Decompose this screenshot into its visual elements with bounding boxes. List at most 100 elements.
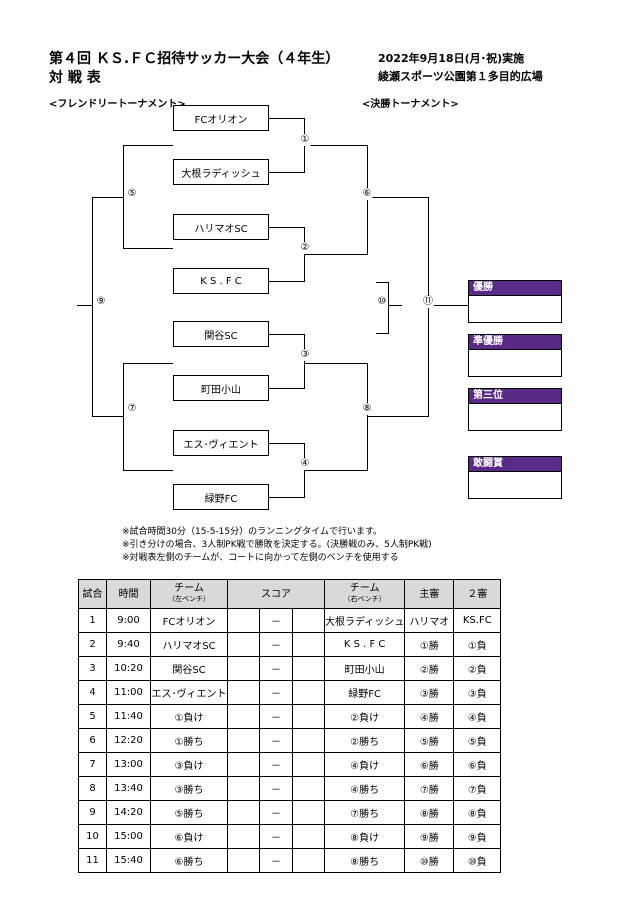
referee-second-cell: ⑩負: [453, 848, 502, 873]
score-dash: －: [271, 857, 281, 868]
score-fields: －: [228, 705, 324, 728]
match-number-6: ⑥: [361, 188, 373, 200]
referee-second-cell: ①負: [453, 632, 502, 657]
referee-main-cell: ⑤勝: [404, 728, 455, 753]
referee-second-cell: ⑧負: [453, 800, 502, 825]
referee-main-cell: ⑨勝: [404, 824, 455, 849]
team-box-sekiya-sc: 関谷SC: [173, 321, 269, 347]
team-box-daikon-radish: 大根ラディッシュ: [173, 159, 269, 185]
header-score: スコア: [227, 579, 325, 609]
referee-main-cell: ⑥勝: [404, 752, 455, 777]
score-fields: －: [228, 825, 324, 848]
note-line: ※対戦表左側のチームが、コートに向かって左側のベンチを使用する: [122, 553, 399, 563]
team-box-midorino-fc: 緑野FC: [173, 484, 269, 510]
match-number-9: ⑨: [95, 296, 107, 308]
time-cell: 9:40: [106, 632, 151, 657]
result-box-runner-up: 準優勝: [468, 334, 562, 377]
result-box-third-place: 第三位: [468, 388, 562, 431]
score-cell: －: [227, 776, 325, 801]
referee-second-cell: ⑦負: [453, 776, 502, 801]
score-dash: －: [271, 737, 281, 748]
score-left: [228, 777, 260, 800]
team-right-cell: ④勝ち: [323, 776, 406, 801]
score-left: [228, 705, 260, 728]
score-fields: －: [228, 609, 324, 632]
match-number-4: ④: [299, 458, 311, 470]
team-right-cell: ⑧負け: [323, 824, 406, 849]
match-number-2: ②: [299, 242, 311, 254]
score-dash: －: [271, 713, 281, 724]
event-venue: 綾瀬スポーツ公園第１多目的広場: [378, 70, 543, 83]
team-left-cell: エス･ヴィエント: [150, 680, 228, 705]
time-cell: 9:00: [106, 608, 151, 633]
score-right: [292, 729, 324, 752]
score-left: [228, 801, 260, 824]
header-referee-second: ２審: [453, 579, 502, 609]
result-field-runner-up: [469, 349, 561, 376]
header-time: 時間: [106, 579, 151, 609]
match-number-cell: 8: [78, 776, 107, 801]
team-left-cell: ハリマオSC: [150, 632, 228, 657]
result-label-runner-up: 準優勝: [469, 335, 561, 349]
score-right: [292, 849, 324, 872]
team-left-cell: ③勝ち: [150, 776, 228, 801]
score-right: [292, 705, 324, 728]
time-cell: 11:00: [106, 680, 151, 705]
score-dash: －: [271, 833, 281, 844]
referee-second-cell: ③負: [453, 680, 502, 705]
score-left: [228, 657, 260, 680]
referee-second-cell: ④負: [453, 704, 502, 729]
score-fields: －: [228, 657, 324, 680]
header-team-left-sub: （左ベンチ）: [168, 595, 210, 603]
referee-main-cell: ⑧勝: [404, 800, 455, 825]
team-left-cell: 関谷SC: [150, 656, 228, 681]
header-team-right: チーム （右ベンチ）: [323, 579, 406, 609]
score-left: [228, 681, 260, 704]
result-field-champion: [469, 295, 561, 322]
team-right-cell: 大根ラディッシュ: [323, 608, 406, 633]
match-number-cell: 2: [78, 632, 107, 657]
time-cell: 13:40: [106, 776, 151, 801]
event-date: 2022年9月18日(月･祝)実施: [378, 52, 525, 65]
score-left: [228, 753, 260, 776]
match-number-cell: 1: [78, 608, 107, 633]
score-right: [292, 825, 324, 848]
result-box-fighting-spirit: 敢闘賞: [468, 456, 562, 499]
result-label-fighting-spirit: 敢闘賞: [469, 457, 561, 471]
score-dash: －: [271, 689, 281, 700]
team-box-machida-koyama: 町田小山: [173, 375, 269, 401]
score-fields: －: [228, 753, 324, 776]
time-cell: 15:00: [106, 824, 151, 849]
score-cell: －: [227, 728, 325, 753]
time-cell: 14:20: [106, 800, 151, 825]
header-referee-main: 主審: [404, 579, 455, 609]
score-fields: －: [228, 633, 324, 656]
header-team-left-label: チーム: [174, 583, 204, 594]
match-number-7: ⑦: [126, 403, 138, 415]
team-right-cell: K S . F C: [323, 632, 406, 657]
time-cell: 11:40: [106, 704, 151, 729]
referee-second-cell: ⑨負: [453, 824, 502, 849]
header-team-right-label: チーム: [349, 583, 380, 594]
match-number-cell: 10: [78, 824, 107, 849]
team-box-fc-orion: FCオリオン: [173, 105, 269, 131]
page-subtitle: 対 戦 表: [49, 70, 101, 86]
final-tournament-label: <決勝トーナメント>: [362, 99, 459, 110]
time-cell: 13:00: [106, 752, 151, 777]
referee-main-cell: ⑩勝: [404, 848, 455, 873]
referee-main-cell: ④勝: [404, 704, 455, 729]
score-cell: －: [227, 824, 325, 849]
score-right: [292, 753, 324, 776]
score-left: [228, 825, 260, 848]
score-left: [228, 633, 260, 656]
score-cell: －: [227, 704, 325, 729]
referee-second-cell: ⑤負: [453, 728, 502, 753]
score-fields: －: [228, 801, 324, 824]
match-number-cell: 6: [78, 728, 107, 753]
team-box-es-viento: エス･ヴィエント: [173, 430, 269, 456]
